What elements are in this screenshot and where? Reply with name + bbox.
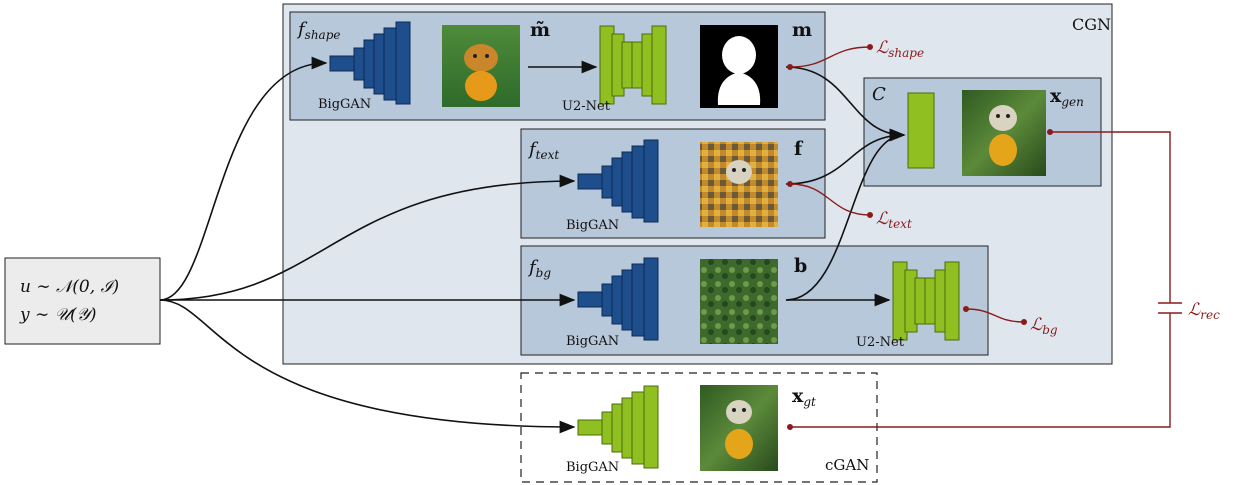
biggan-cgan-label: BigGAN xyxy=(566,460,619,475)
bg-loss-end-dot xyxy=(1021,319,1027,325)
input-to-shape-arrow xyxy=(159,56,328,301)
cgn-title: CGN xyxy=(1072,15,1111,34)
u2net-bg-network xyxy=(892,261,960,341)
shape-loss-dot xyxy=(787,64,793,70)
mask-image xyxy=(700,25,778,108)
composer-label: C xyxy=(872,84,886,105)
xgt-image xyxy=(700,385,778,471)
biggan-bg-generator xyxy=(577,257,659,341)
bg-to-composer-arrow xyxy=(785,128,906,301)
texture-to-composer-arrow xyxy=(785,128,906,185)
loss-text-label: ℒtext xyxy=(876,209,912,231)
loss-bg-label: ℒbg xyxy=(1030,315,1058,337)
text-loss-end-dot xyxy=(867,212,873,218)
xgen-label: xgen xyxy=(1050,85,1084,109)
shape-loss-line xyxy=(789,46,871,68)
cgan-title: cGAN xyxy=(825,456,869,474)
input-to-text-arrow xyxy=(159,174,576,301)
u2net-shape-network xyxy=(599,25,667,105)
biggan-bg-label: BigGAN xyxy=(566,334,619,349)
u2net-bg-label: U2-Net xyxy=(856,335,905,350)
text-loss-dot xyxy=(787,181,793,187)
mtilde-label: m̃ xyxy=(530,19,550,41)
rec-loss-xgt-line xyxy=(790,313,1171,428)
biggan-shape-label: BigGAN xyxy=(318,97,371,112)
bg-loss-dot xyxy=(963,306,969,312)
f-shape-label: fshape xyxy=(296,19,341,42)
input-box xyxy=(4,257,161,345)
texture-image xyxy=(700,142,778,227)
input-to-cgan-arrow xyxy=(159,299,576,434)
biggan-shape-generator xyxy=(329,21,411,105)
loss-rec-label: ℒrec xyxy=(1188,300,1220,322)
m-label: m xyxy=(792,19,812,41)
xgen-image xyxy=(962,90,1046,176)
bg-loss-line xyxy=(965,308,1025,323)
background-image xyxy=(700,259,778,344)
shape-loss-end-dot xyxy=(867,44,873,50)
input-line-2: y ∼ 𝒰(𝒴) xyxy=(19,305,97,325)
biggan-cgan-generator xyxy=(577,385,659,469)
mtilde-image xyxy=(442,25,520,107)
biggan-text-generator xyxy=(577,139,659,223)
xgt-loss-dot xyxy=(787,424,793,430)
input-line-1: u ∼ 𝒩(0, ℐ) xyxy=(20,277,119,297)
b-output-label: b xyxy=(794,255,807,277)
xgt-label: xgt xyxy=(792,385,816,409)
rec-loss-xgen-line xyxy=(1050,131,1171,303)
f-output-label: f xyxy=(794,138,804,160)
composer-block xyxy=(907,92,935,169)
loss-shape-label: ℒshape xyxy=(876,38,924,60)
xgen-loss-dot xyxy=(1047,129,1053,135)
biggan-text-label: BigGAN xyxy=(566,218,619,233)
text-loss-line xyxy=(789,183,871,216)
mask-to-composer-arrow xyxy=(785,66,906,142)
u2net-shape-label: U2-Net xyxy=(562,99,611,114)
